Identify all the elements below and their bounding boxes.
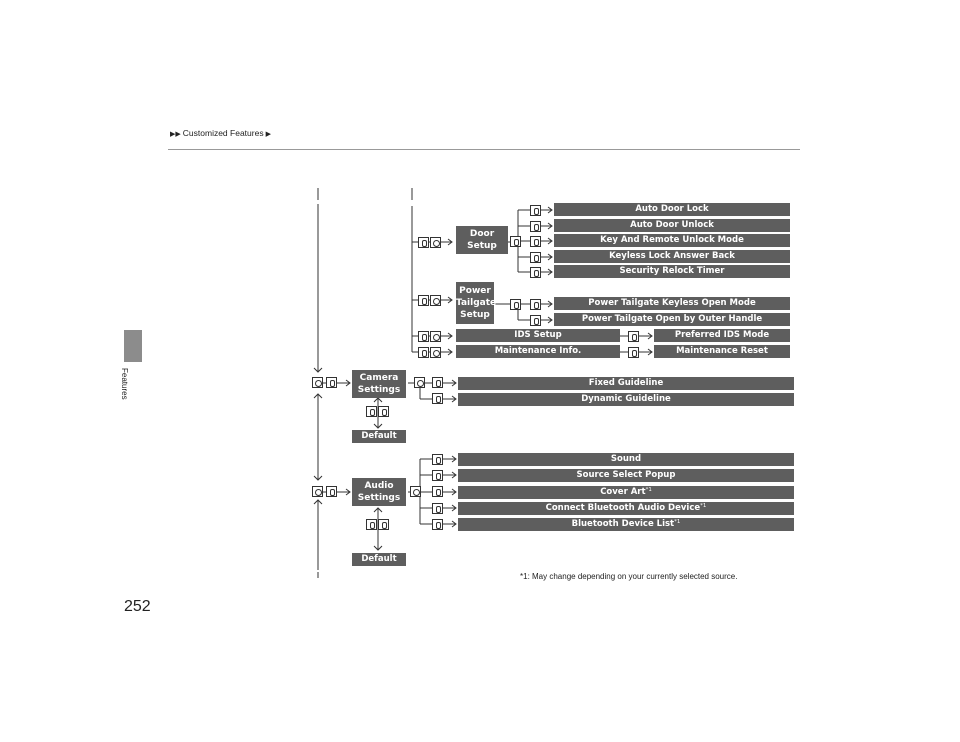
maintenance-info-node: Maintenance Info.: [456, 345, 620, 358]
tailgate-item-keyless-open: Power Tailgate Keyless Open Mode: [554, 297, 790, 310]
door-item-key-remote-unlock: Key And Remote Unlock Mode: [554, 234, 790, 247]
audio-item-label: Sound: [610, 454, 642, 464]
audio-item-label: Cover Art: [600, 487, 646, 497]
maintenance-reset: Maintenance Reset: [654, 345, 790, 358]
rotate-knob-icon: [432, 377, 443, 388]
rotate-knob-icon: [530, 221, 541, 232]
rotate-knob-icon: [432, 470, 443, 481]
breadcrumb-arrow-icon: ▶: [265, 131, 271, 138]
audio-item-note: *1: [700, 503, 707, 509]
rotate-knob-icon: [378, 519, 389, 530]
door-item-auto-door-lock: Auto Door Lock: [554, 203, 790, 216]
power-tailgate-line3: Setup: [460, 310, 490, 320]
ids-setup-node: IDS Setup: [456, 329, 620, 342]
audio-item-label: Bluetooth Device List: [571, 519, 675, 529]
rotate-knob-icon: [418, 347, 429, 358]
press-button-icon: [312, 377, 323, 388]
door-setup-line1: Door: [469, 229, 495, 239]
rotate-knob-icon: [530, 205, 541, 216]
power-tailgate-line2: Tailgate: [456, 298, 497, 308]
rotate-knob-icon: [530, 252, 541, 263]
rotate-knob-icon: [432, 454, 443, 465]
rotate-knob-icon: [530, 299, 541, 310]
preferred-ids-mode: Preferred IDS Mode: [654, 329, 790, 342]
audio-item-sound: Sound: [458, 453, 794, 466]
press-button-icon: [430, 237, 441, 248]
section-tab: [124, 330, 142, 362]
power-tailgate-line1: Power: [459, 286, 491, 296]
audio-item-label: Connect Bluetooth Audio Device: [545, 503, 701, 513]
press-button-icon: [430, 295, 441, 306]
rotate-knob-icon: [366, 406, 377, 417]
rotate-knob-icon: [326, 486, 337, 497]
camera-default-node: Default: [352, 430, 406, 443]
camera-item-dynamic-guideline: Dynamic Guideline: [458, 393, 794, 406]
rotate-knob-icon: [530, 236, 541, 247]
audio-item-bt-device-list: Bluetooth Device List*1: [458, 518, 794, 531]
breadcrumb: ▶▶Customized Features▶: [168, 128, 273, 138]
audio-settings-node: Audio Settings: [352, 478, 406, 506]
rotate-knob-icon: [432, 486, 443, 497]
rotate-knob-icon: [628, 331, 639, 342]
press-button-icon: [410, 486, 421, 497]
door-setup-node: Door Setup: [456, 226, 508, 254]
section-label: Features: [120, 368, 129, 400]
audio-item-cover-art: Cover Art*1: [458, 486, 794, 499]
door-item-keyless-lock-answer: Keyless Lock Answer Back: [554, 250, 790, 263]
rotate-knob-icon: [530, 315, 541, 326]
camera-settings-line2: Settings: [357, 385, 401, 395]
header-rule: [168, 149, 800, 150]
breadcrumb-arrow-icon: ▶▶: [170, 131, 181, 138]
camera-item-fixed-guideline: Fixed Guideline: [458, 377, 794, 390]
rotate-knob-icon: [366, 519, 377, 530]
rotate-knob-icon: [510, 299, 521, 310]
audio-item-source-select: Source Select Popup: [458, 469, 794, 482]
door-setup-line2: Setup: [467, 241, 497, 251]
rotate-knob-icon: [418, 295, 429, 306]
audio-default-node: Default: [352, 553, 406, 566]
rotate-knob-icon: [530, 267, 541, 278]
rotate-knob-icon: [510, 236, 521, 247]
press-button-icon: [312, 486, 323, 497]
power-tailgate-node: Power Tailgate Setup: [456, 282, 497, 324]
audio-item-note: *1: [674, 519, 681, 525]
camera-settings-node: Camera Settings: [352, 370, 406, 398]
rotate-knob-icon: [326, 377, 337, 388]
door-item-auto-door-unlock: Auto Door Unlock: [554, 219, 790, 232]
rotate-knob-icon: [418, 331, 429, 342]
audio-settings-line1: Audio: [364, 481, 394, 491]
audio-settings-line2: Settings: [357, 493, 401, 503]
rotate-knob-icon: [432, 503, 443, 514]
rotate-knob-icon: [432, 393, 443, 404]
page-number: 252: [124, 598, 151, 615]
breadcrumb-text: Customized Features: [182, 128, 264, 138]
press-button-icon: [430, 347, 441, 358]
press-button-icon: [430, 331, 441, 342]
audio-item-note: *1: [645, 487, 652, 493]
camera-settings-line1: Camera: [359, 373, 399, 383]
press-button-icon: [414, 377, 425, 388]
rotate-knob-icon: [432, 519, 443, 530]
rotate-knob-icon: [418, 237, 429, 248]
audio-item-connect-bt: Connect Bluetooth Audio Device*1: [458, 502, 794, 515]
rotate-knob-icon: [628, 347, 639, 358]
tailgate-item-outer-handle: Power Tailgate Open by Outer Handle: [554, 313, 790, 326]
audio-item-label: Source Select Popup: [576, 470, 676, 480]
door-item-security-relock: Security Relock Timer: [554, 265, 790, 278]
footnote: *1: May change depending on your current…: [520, 572, 738, 581]
rotate-knob-icon: [378, 406, 389, 417]
